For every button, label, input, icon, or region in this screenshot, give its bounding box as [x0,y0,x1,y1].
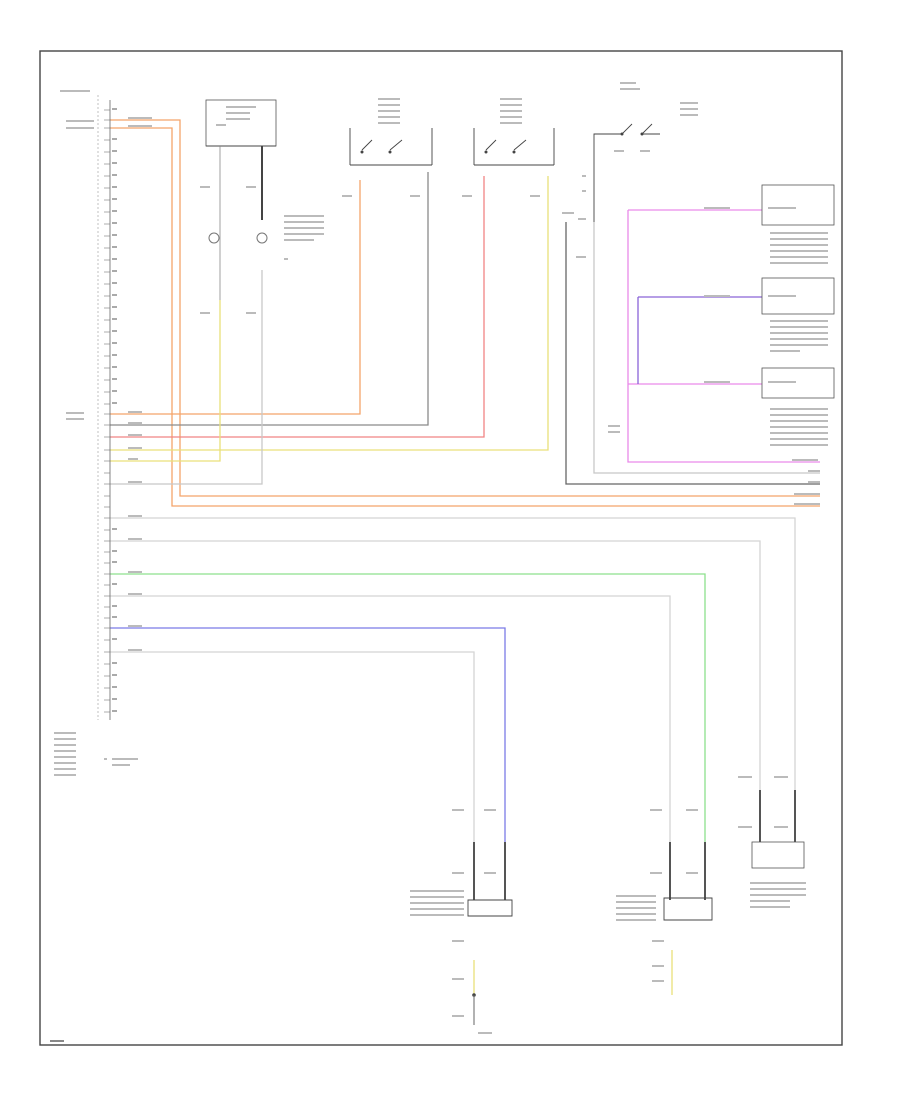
wire-red [110,176,485,438]
indicator-bulb-icon [208,232,220,244]
wire-dark-1 [565,222,820,485]
wire-yellow-2 [110,300,221,462]
wire-orange-3 [110,180,361,415]
module-pin-marks [112,108,117,712]
seat-belt-switch [200,99,324,314]
wire-blue [110,627,506,842]
wire-lightgray-5 [110,595,671,842]
module-wire-labels [128,117,152,651]
diagram-frame [39,50,843,1046]
wire-gray [110,172,429,426]
wire-lightgray-3 [110,517,796,800]
wire-green [110,573,706,842]
module-pins [104,109,110,713]
module-label-block [54,90,138,776]
driver-sensor [616,809,713,982]
airbag-control-module [54,90,152,776]
indicator-bulb-icon [256,232,268,244]
wire-orange-2 [110,127,820,507]
page-id-mark [50,1040,64,1042]
right-connector-boxes [608,184,835,505]
wire-yellow-1 [110,176,549,451]
right-front-seat-switch [462,98,555,197]
wire-lightgray-1 [110,270,263,485]
wires [110,119,820,995]
wire-lightgray-2 [593,222,820,474]
ignition-switch [562,82,698,258]
left-front-seat-switch [342,98,433,197]
wire-lightgray-4 [110,540,761,800]
wire-magenta [627,209,820,463]
wire-violet [637,296,762,384]
rear-component [738,776,806,908]
wire-lightgray-6 [110,651,475,842]
passenger-sensor [410,809,513,1034]
wire-orange-1 [110,119,820,497]
